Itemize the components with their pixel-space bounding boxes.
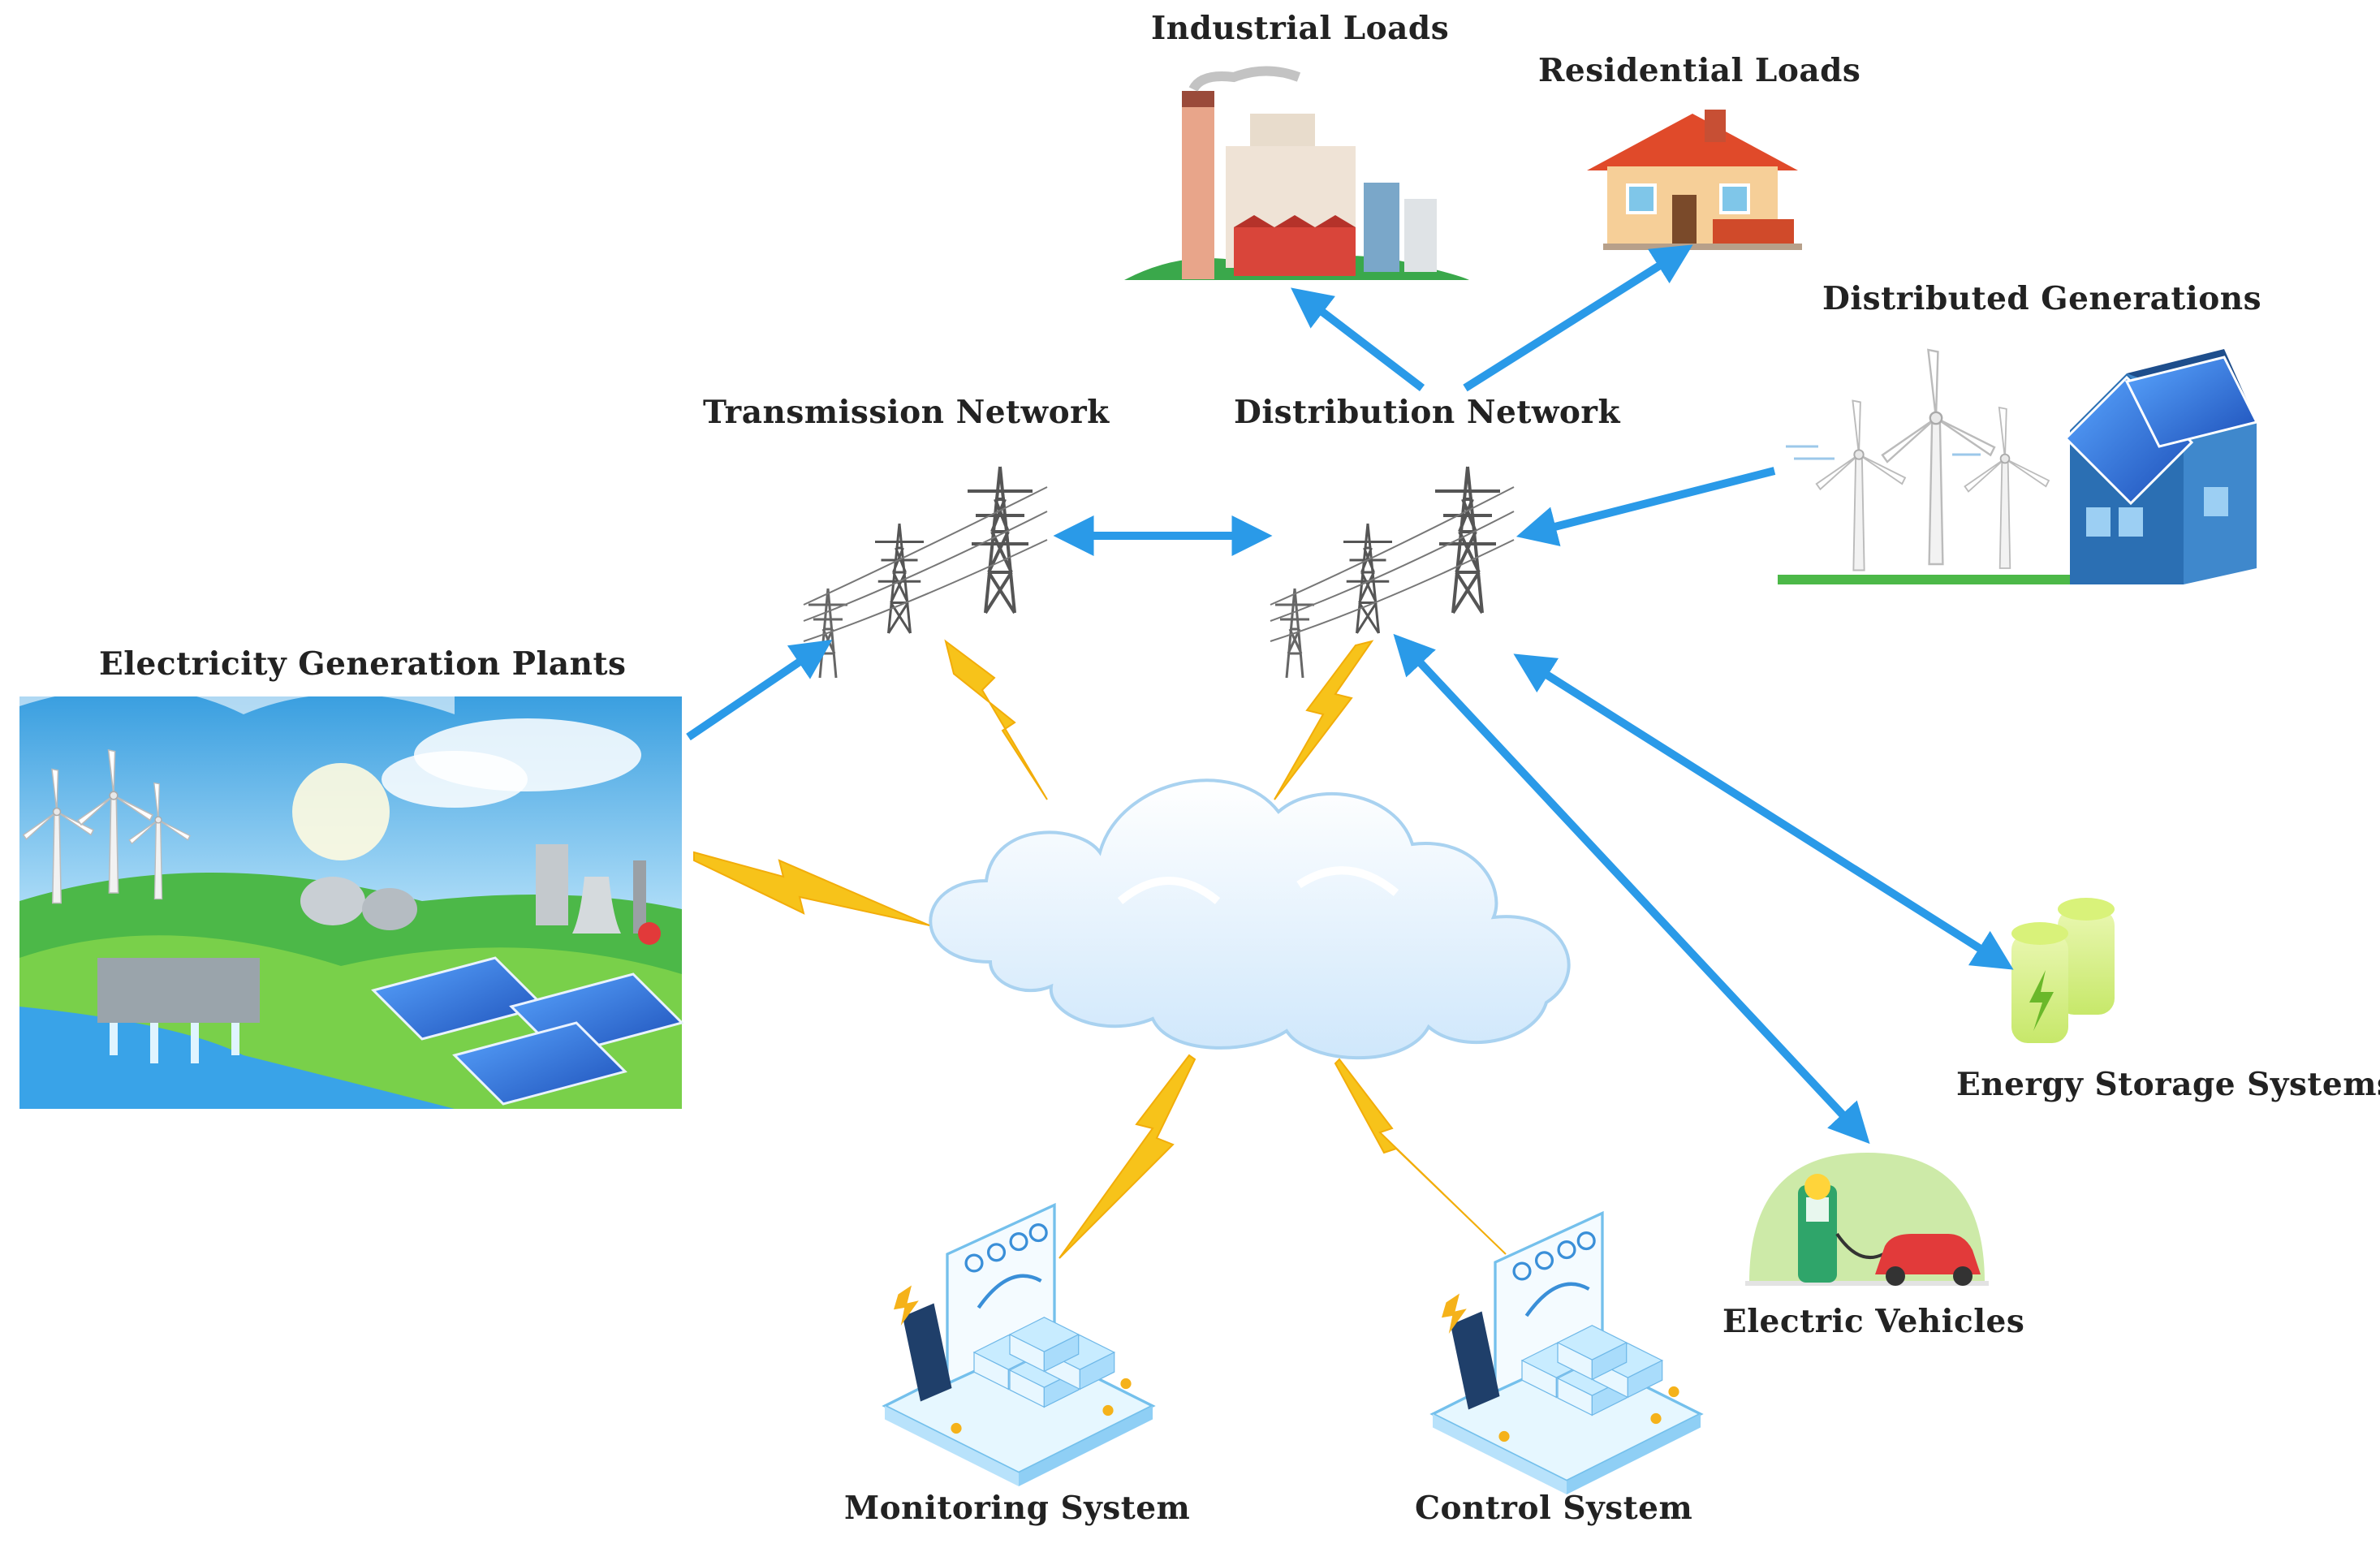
label-transmission-network: Transmission Network — [703, 394, 1110, 431]
lightning-icon — [693, 851, 930, 926]
lightning-icon — [1274, 640, 1374, 800]
arrow-from-distributed — [1516, 467, 1776, 546]
arrow-vehicles — [1393, 633, 1870, 1145]
label-energy-storage: Energy Storage Systems — [1956, 1066, 2380, 1103]
energy-storage-illustration — [2011, 898, 2115, 1043]
electric-vehicles-illustration — [1745, 1153, 1989, 1286]
label-control-system: Control System — [1415, 1490, 1693, 1527]
lightning-icon — [944, 639, 1048, 800]
industrial-loads-illustration — [1124, 66, 1469, 280]
label-industrial-loads: Industrial Loads — [1151, 10, 1450, 47]
lightning-bolts — [693, 639, 1507, 1259]
distributed-generations-illustration — [1778, 348, 2259, 584]
label-distributed-generations: Distributed Generations — [1822, 280, 2262, 317]
residential-loads-illustration — [1587, 110, 1802, 250]
distribution-towers — [1270, 465, 1515, 679]
cloud-icon — [929, 778, 1571, 1060]
generation-plants-illustration — [19, 688, 684, 1109]
arrow-generation-to-transmission — [686, 639, 833, 741]
lightning-icon — [1058, 1054, 1196, 1259]
monitoring-system-illustration — [885, 1205, 1153, 1487]
transmission-towers — [803, 465, 1048, 679]
label-electric-vehicles: Electric Vehicles — [1722, 1303, 2025, 1340]
flow-arrows — [686, 244, 2014, 1145]
arrow-storage — [1513, 653, 2014, 970]
lightning-icon — [1334, 1058, 1507, 1255]
arrow-to-industrial — [1291, 287, 1425, 391]
label-monitoring-system: Monitoring System — [844, 1490, 1191, 1527]
label-distribution-network: Distribution Network — [1234, 394, 1621, 431]
arrow-to-residential — [1463, 244, 1693, 392]
label-generation-plants: Electricity Generation Plants — [99, 645, 627, 683]
control-system-illustration — [1433, 1214, 1701, 1495]
label-residential-loads: Residential Loads — [1538, 52, 1861, 89]
